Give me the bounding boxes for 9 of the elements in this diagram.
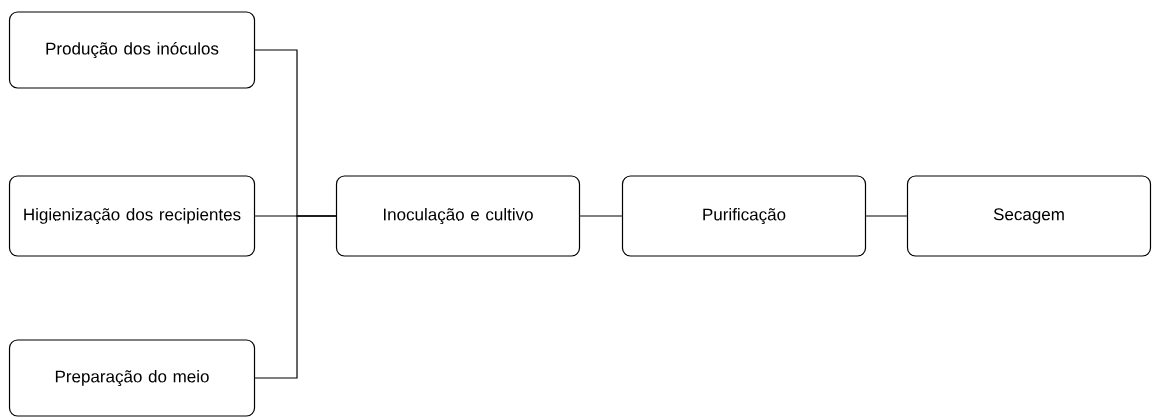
connector-line <box>579 215 623 217</box>
process-box: Purificação <box>621 175 867 257</box>
connector-line <box>254 215 337 379</box>
process-box: Secagem <box>906 175 1152 257</box>
connector-line <box>865 215 908 217</box>
process-box: Preparação do meio <box>8 339 256 417</box>
process-box: Produção dos inóculos <box>8 11 256 89</box>
process-box: Higienização dos recipientes <box>8 175 256 257</box>
process-box: Inoculação e cultivo <box>335 175 581 257</box>
